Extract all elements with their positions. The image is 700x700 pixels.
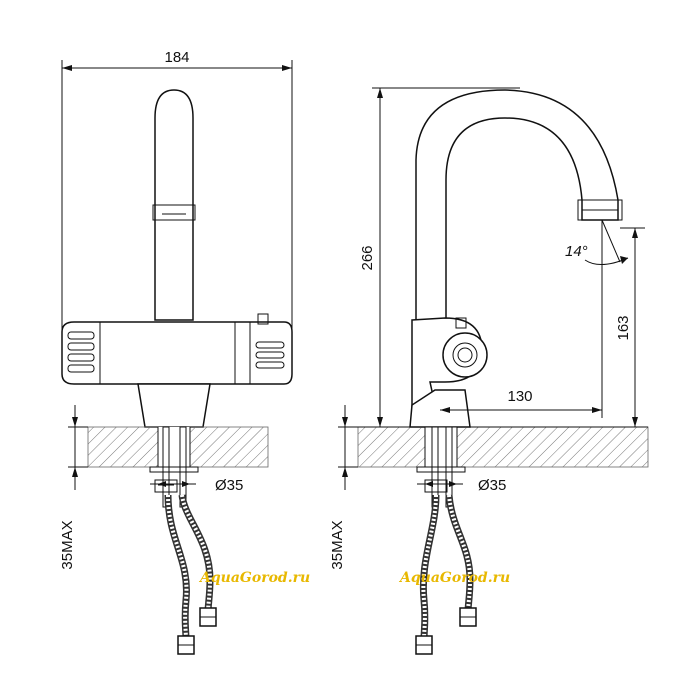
max-thickness-right: 35MAX: [329, 520, 346, 569]
height-dimension-label: 266: [359, 245, 376, 270]
watermark-left: AquaGorod.ru: [198, 570, 310, 586]
side-view: 266 14° 163 130: [329, 87, 649, 655]
hole-diameter-right: Ø35: [478, 477, 506, 494]
width-dimension-label: 184: [164, 49, 189, 66]
mixer-body-front: [61, 321, 293, 385]
max-thickness-left: 35MAX: [59, 520, 76, 569]
spout-reach-label: 130: [507, 388, 532, 405]
handle-knob: [442, 332, 488, 378]
spout-height-label: 163: [615, 315, 632, 340]
watermark-right: AquaGorod.ru: [398, 570, 510, 586]
hole-diameter-left: Ø35: [215, 477, 243, 494]
spout-angle-label: 14°: [565, 243, 588, 260]
front-view: 184 Ø35: [59, 49, 310, 655]
base-front: [137, 383, 211, 428]
countertop-right: [357, 426, 649, 468]
